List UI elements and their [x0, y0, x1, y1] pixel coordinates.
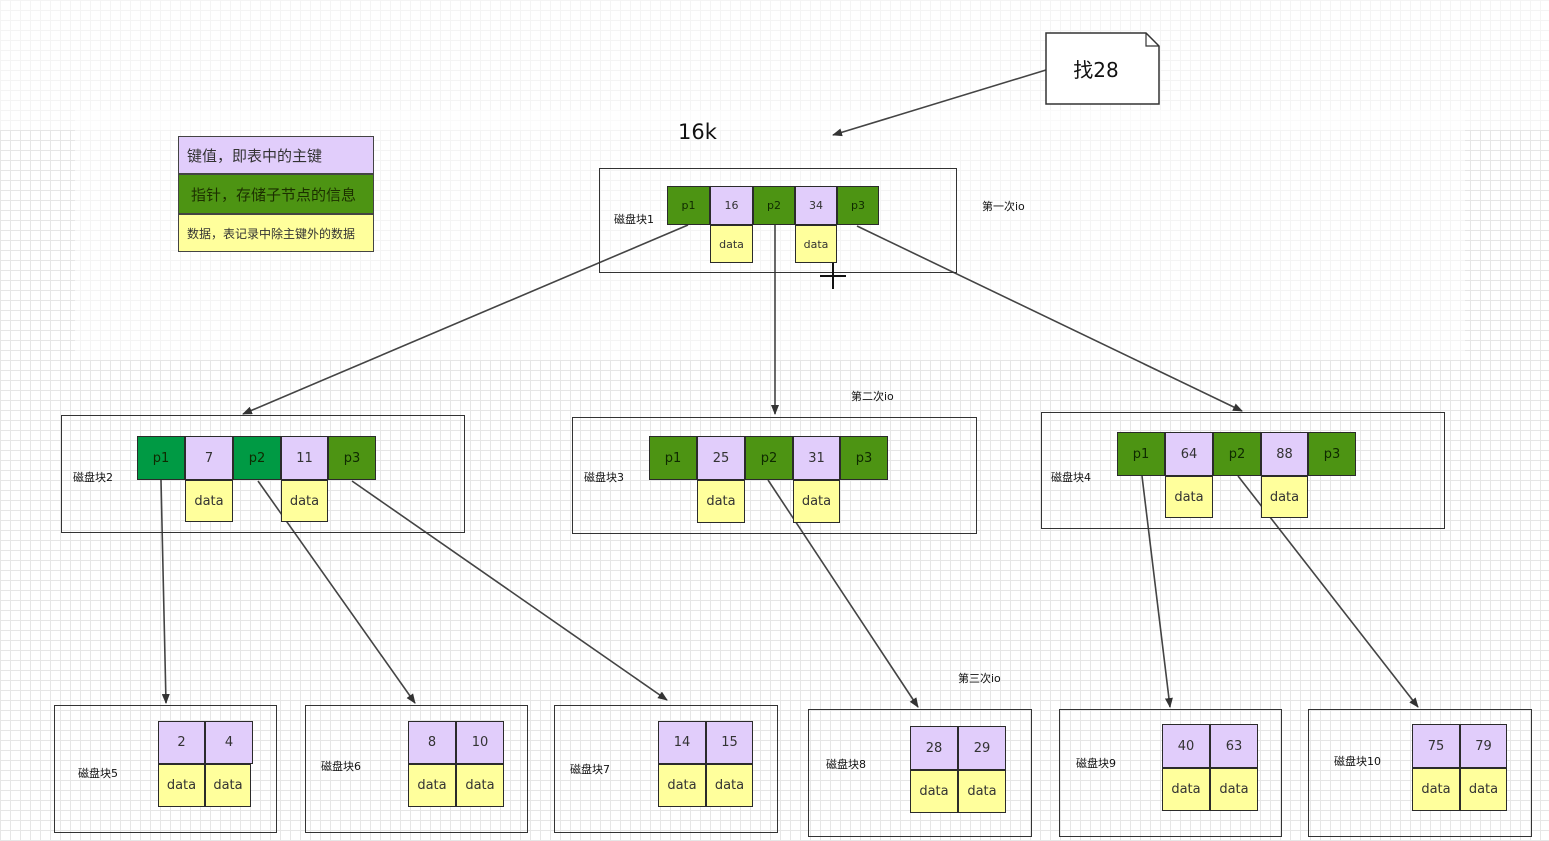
data-cell: data: [281, 480, 328, 522]
data-cell: data: [1162, 768, 1210, 811]
pointer-cell: p3: [840, 436, 888, 480]
disk-block-frame: [572, 417, 977, 534]
data-cell: data: [456, 764, 504, 807]
key-cell: 34: [795, 186, 837, 225]
disk-block-label: 磁盘块8: [826, 758, 866, 771]
disk-block-label: 磁盘块4: [1051, 471, 1091, 484]
arrow-b2p1-to-b5: [160, 479, 170, 704]
disk-block-frame: [1059, 709, 1282, 837]
data-cell: data: [1412, 768, 1460, 811]
legend-data: 数据，表记录中除主键外的数据: [178, 214, 374, 252]
disk-block-label: 磁盘块6: [321, 760, 361, 773]
io-label-third: 第三次io: [958, 672, 1001, 685]
arrow-search-to-root: [832, 69, 1047, 137]
pointer-cell: p3: [1308, 432, 1356, 476]
pointer-cell: p2: [1213, 432, 1261, 476]
io-label-first: 第一次io: [982, 200, 1025, 213]
key-cell: 63: [1210, 724, 1258, 768]
data-cell: data: [1165, 476, 1213, 518]
key-cell: 16: [710, 186, 753, 225]
disk-block-label: 磁盘块2: [73, 471, 113, 484]
data-cell: data: [1460, 768, 1507, 811]
disk-block-label: 磁盘块9: [1076, 757, 1116, 770]
disk-block-frame: [599, 168, 957, 273]
key-cell: 14: [658, 721, 706, 764]
disk-block-label: 磁盘块1: [614, 213, 654, 226]
key-cell: 28: [910, 726, 958, 770]
search-note-shape: [1045, 32, 1160, 105]
pointer-cell: p2: [233, 436, 281, 480]
data-cell: data: [793, 480, 840, 523]
key-cell: 29: [958, 726, 1006, 770]
data-cell: data: [710, 225, 753, 263]
pointer-cell: p1: [137, 436, 185, 480]
key-cell: 10: [456, 721, 504, 764]
disk-block-label: 磁盘块10: [1334, 755, 1381, 768]
arrow-b1p3-to-b4: [856, 225, 1243, 412]
key-cell: 8: [408, 721, 456, 764]
crosshair-cursor-icon: [820, 263, 846, 289]
data-cell: data: [795, 225, 837, 263]
disk-block-frame: [808, 709, 1032, 837]
key-cell: 2: [158, 721, 205, 764]
pointer-cell: p3: [328, 436, 376, 480]
disk-block-label: 磁盘块3: [584, 471, 624, 484]
key-cell: 88: [1261, 432, 1308, 476]
disk-block-label: 磁盘块5: [78, 767, 118, 780]
pointer-cell: p2: [753, 186, 795, 225]
data-cell: data: [408, 764, 456, 807]
key-cell: 11: [281, 436, 328, 480]
key-cell: 25: [697, 436, 745, 480]
data-cell: data: [158, 764, 205, 807]
search-note-text: 找28: [1073, 57, 1119, 82]
disk-block-frame: [61, 415, 465, 533]
data-cell: data: [1210, 768, 1258, 811]
data-cell: data: [697, 480, 745, 523]
data-cell: data: [658, 764, 706, 807]
key-cell: 75: [1412, 724, 1460, 768]
pointer-cell: p1: [649, 436, 697, 480]
pointer-cell: p3: [837, 186, 879, 225]
key-cell: 4: [205, 721, 253, 764]
arrow-b2p3-to-b7: [351, 480, 668, 701]
data-cell: data: [205, 764, 251, 807]
disk-block-label: 磁盘块7: [570, 763, 610, 776]
key-cell: 40: [1162, 724, 1210, 768]
data-cell: data: [958, 770, 1006, 813]
grid-wash-top: [0, 0, 1549, 130]
key-cell: 79: [1460, 724, 1507, 768]
legend-key: 键值，即表中的主键: [178, 136, 374, 174]
disk-block-frame: [54, 705, 277, 833]
disk-block-frame: [1041, 412, 1445, 529]
page-size-label: 16k: [678, 120, 717, 144]
disk-block-frame: [554, 705, 778, 833]
arrow-b4p1-to-b9: [1141, 475, 1173, 708]
pointer-cell: p2: [745, 436, 793, 480]
io-label-second: 第二次io: [851, 390, 894, 403]
data-cell: data: [1261, 476, 1308, 518]
disk-block-frame: [305, 705, 528, 833]
data-cell: data: [185, 480, 233, 522]
key-cell: 15: [706, 721, 753, 764]
legend-pointer: 指针，存储子节点的信息: [178, 174, 374, 214]
arrow-b1p1-to-b2: [242, 224, 689, 415]
key-cell: 64: [1165, 432, 1213, 476]
pointer-cell: p1: [667, 186, 710, 225]
disk-block-frame: [1308, 709, 1532, 837]
key-cell: 7: [185, 436, 233, 480]
key-cell: 31: [793, 436, 840, 480]
data-cell: data: [706, 764, 753, 807]
pointer-cell: p1: [1117, 432, 1165, 476]
data-cell: data: [910, 770, 958, 813]
